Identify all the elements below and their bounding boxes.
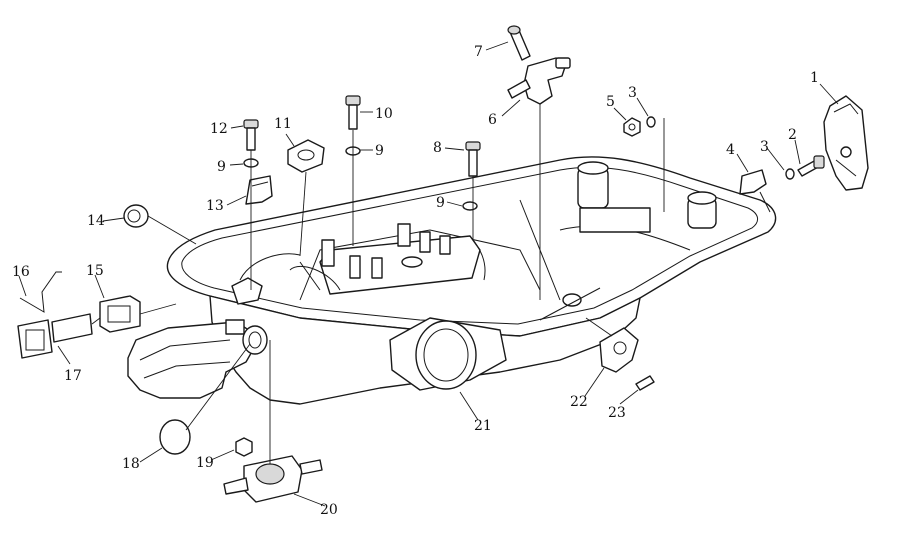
part-23-screw [635, 375, 655, 391]
callout-14: 14 [87, 213, 105, 229]
part-9-washer-right [462, 201, 478, 211]
part-14-grommet [123, 204, 149, 228]
callout-6: 6 [488, 112, 497, 128]
callout-4: 4 [726, 142, 735, 158]
callout-13: 13 [206, 198, 224, 214]
callout-7: 7 [474, 44, 483, 60]
part-20-fuel-connector [223, 455, 323, 503]
callout-19: 19 [196, 455, 214, 471]
callout-3: 3 [760, 139, 769, 155]
callout-17: 17 [64, 368, 82, 384]
callout-23: 23 [608, 405, 626, 421]
part-11-grommet [287, 139, 325, 173]
part-3-washer-right [785, 168, 795, 180]
part-10-bolt [345, 95, 361, 130]
callout-8: 8 [433, 140, 442, 156]
callout-9: 9 [436, 195, 445, 211]
part-3-washer-top [646, 116, 656, 128]
callout-11: 11 [274, 116, 292, 132]
callout-labels: 1 2 3 3 4 5 6 7 8 9 9 9 10 11 12 13 14 1… [12, 44, 819, 518]
part-22-clamp [599, 327, 639, 373]
callout-22: 22 [570, 394, 588, 410]
callout-20: 20 [320, 502, 338, 518]
callout-3: 3 [628, 85, 637, 101]
part-5-nut [623, 117, 641, 137]
part-1-latch-handle [823, 95, 869, 191]
part-12-bolt [243, 119, 259, 151]
callout-5: 5 [606, 94, 615, 110]
part-13-clip [245, 175, 273, 205]
part-17-kill-switch-key [17, 313, 93, 359]
callout-9: 9 [217, 159, 226, 175]
callout-9: 9 [375, 143, 384, 159]
leader-lines [18, 41, 839, 507]
part-4-bracket [739, 169, 771, 213]
callout-1: 1 [810, 70, 819, 86]
callout-15: 15 [86, 263, 104, 279]
callout-10: 10 [375, 106, 393, 122]
part-7-bolt [507, 25, 531, 61]
part-16-wire-clip [19, 271, 62, 313]
bottom-cowling [127, 156, 777, 405]
part-15-switch [99, 295, 141, 333]
part-8-bolt [465, 141, 481, 177]
part-19-nut [235, 437, 253, 457]
callout-16: 16 [12, 264, 30, 280]
callout-21: 21 [474, 418, 492, 434]
part-2-stud [797, 155, 825, 177]
part-18-plug [159, 419, 191, 455]
part-6-fuel-fitting [507, 57, 571, 105]
callout-2: 2 [788, 127, 797, 143]
callout-18: 18 [122, 456, 140, 472]
callout-12: 12 [210, 121, 228, 137]
